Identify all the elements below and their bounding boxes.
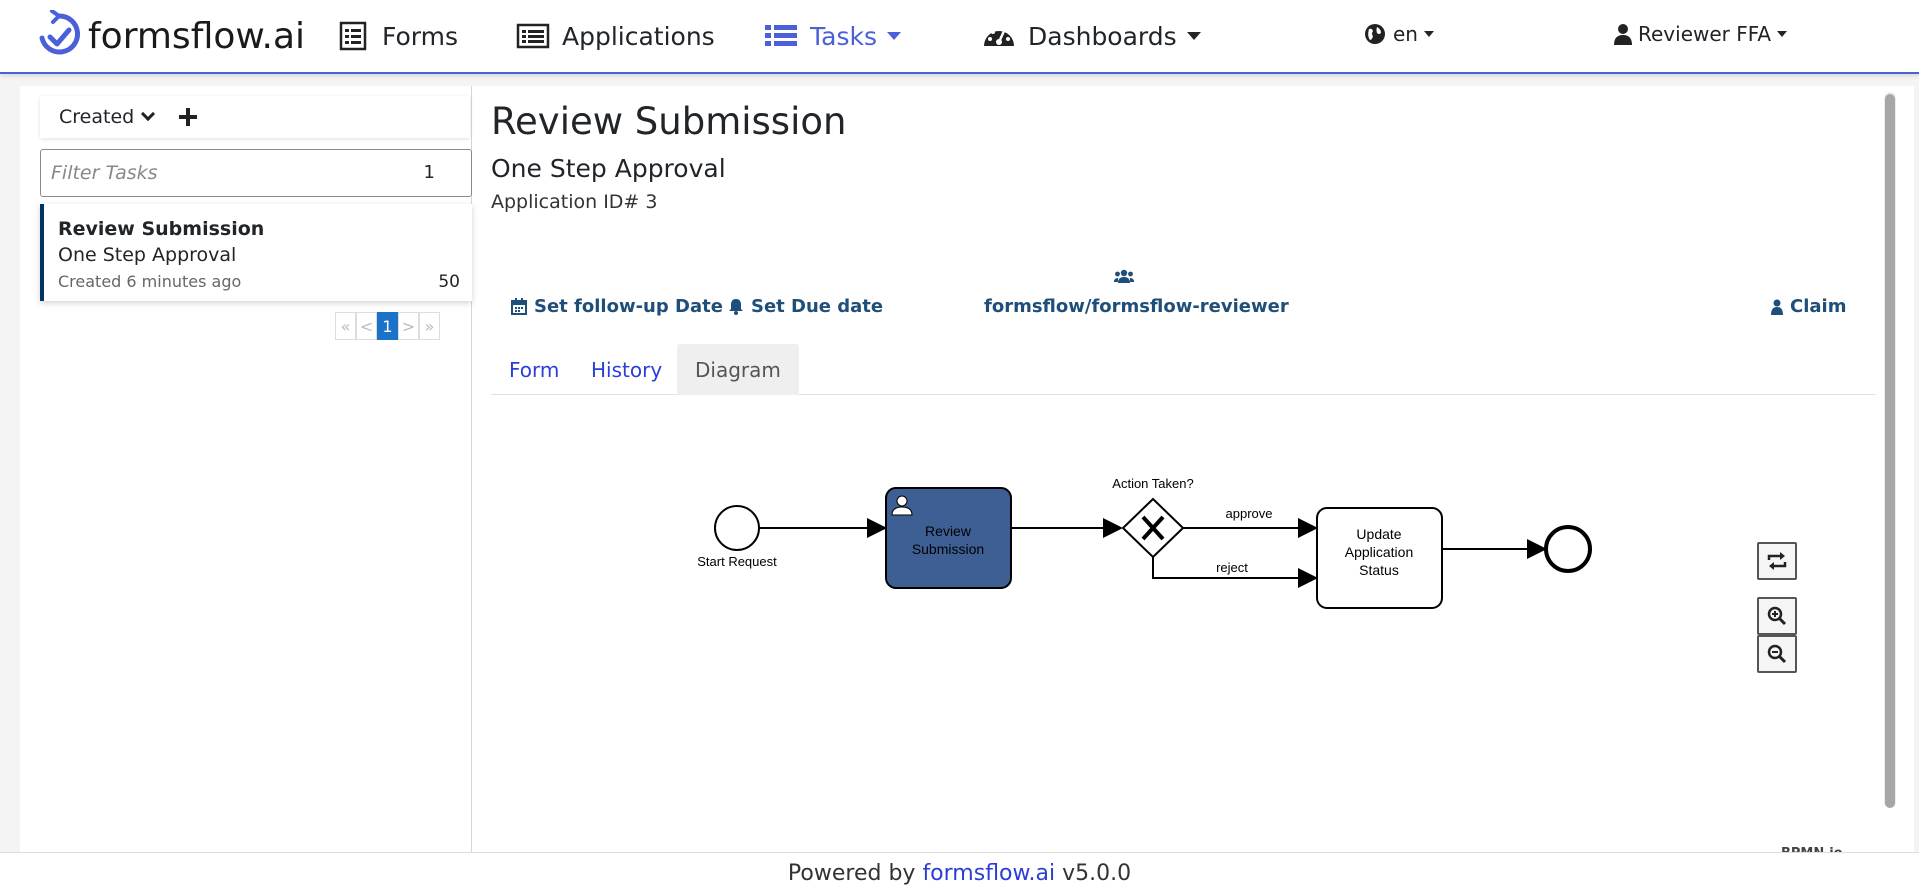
service-task-label-line2: Application	[1345, 544, 1414, 560]
tab-form[interactable]: Form	[509, 357, 560, 382]
pagination-first[interactable]: «	[335, 312, 356, 340]
dashboard-gauge-icon	[982, 21, 1016, 51]
start-event[interactable]	[714, 505, 760, 551]
nav-applications[interactable]: Applications	[516, 16, 715, 56]
reset-zoom-button[interactable]	[1757, 542, 1797, 580]
user-task-label-line1: Review	[925, 523, 972, 539]
footer-version: v5.0.0	[1062, 861, 1132, 886]
user-task-review-submission[interactable]	[885, 487, 1012, 589]
user-menu[interactable]: Reviewer FFA	[1614, 22, 1788, 46]
zoom-out-button[interactable]	[1757, 635, 1797, 673]
set-due-date-button[interactable]: Set Due date	[728, 296, 883, 317]
add-sort-button[interactable]	[179, 103, 198, 131]
chevron-down-icon	[1186, 32, 1201, 40]
language-selector[interactable]: en	[1364, 22, 1434, 46]
language-label: en	[1393, 22, 1418, 46]
sort-dropdown[interactable]: Created	[59, 106, 156, 128]
task-sort-bar: Created	[40, 96, 470, 138]
nav-dashboards-label: Dashboards	[1028, 21, 1177, 51]
set-followup-date-button[interactable]: Set follow-up Date	[511, 296, 723, 317]
set-due-date-label: Set Due date	[751, 296, 884, 317]
pagination: « < 1 > »	[335, 312, 440, 340]
calendar-icon	[511, 298, 527, 315]
footer-link[interactable]: formsflow.ai	[922, 861, 1056, 886]
tasks-list-icon	[764, 21, 798, 51]
task-subtitle: One Step Approval	[491, 154, 726, 183]
end-event[interactable]	[1544, 525, 1592, 573]
start-event-label: Start Request	[697, 554, 777, 569]
task-item-subtitle: One Step Approval	[58, 244, 237, 266]
task-title: Review Submission	[491, 100, 847, 143]
content-scrollbar[interactable]	[1884, 92, 1896, 808]
nav-applications-label: Applications	[562, 21, 715, 51]
chevron-down-icon	[1777, 31, 1788, 37]
main-panel: Created 1 Review Submission One Step App…	[20, 86, 1914, 861]
pagination-last[interactable]: »	[419, 312, 440, 340]
user-group-icon	[1114, 269, 1134, 289]
nav-dashboards[interactable]: Dashboards	[982, 16, 1201, 56]
sequence-flow-reject	[1152, 557, 1318, 588]
chevron-down-icon	[141, 106, 156, 122]
claim-label: Claim	[1790, 296, 1847, 317]
footer-prefix: Powered by	[787, 861, 916, 886]
task-tabs: Form History Diagram	[491, 344, 1876, 395]
user-task-icon	[891, 495, 913, 516]
nav-forms-label: Forms	[382, 21, 459, 51]
flow-approve-label: approve	[1226, 506, 1273, 521]
task-item-created: Created 6 minutes ago	[58, 272, 242, 291]
candidate-group-link[interactable]: formsflow/formsflow-reviewer	[984, 296, 1289, 317]
footer: Powered by formsflow.ai v5.0.0	[0, 852, 1919, 889]
zoom-out-icon	[1767, 644, 1787, 664]
claim-button[interactable]: Claim	[1771, 296, 1846, 317]
scrollbar-thumb[interactable]	[1885, 94, 1895, 808]
user-task-label-line2: Submission	[912, 541, 984, 557]
filter-tasks-box: 1	[40, 149, 472, 197]
pagination-page-1[interactable]: 1	[377, 312, 398, 340]
application-id: Application ID# 3	[491, 191, 658, 213]
set-followup-date-label: Set follow-up Date	[534, 296, 723, 317]
task-list-item[interactable]: Review Submission One Step Approval Crea…	[40, 204, 472, 301]
user-icon	[1614, 24, 1632, 45]
filter-count: 1	[423, 162, 435, 183]
zoom-in-icon	[1767, 606, 1787, 626]
applications-icon	[516, 21, 550, 51]
bpmn-canvas[interactable]: Start Request Review Submission Action T…	[491, 406, 1876, 852]
form-list-icon	[336, 21, 370, 51]
formsflow-logo-icon	[39, 10, 80, 55]
tab-diagram[interactable]: Diagram	[677, 344, 799, 395]
plus-icon	[179, 108, 198, 126]
service-task-label-line3: Status	[1359, 562, 1399, 578]
task-item-title: Review Submission	[58, 218, 265, 240]
brand-logo[interactable]: formsflow.ai	[36, 10, 305, 62]
nav-tasks[interactable]: Tasks	[764, 16, 901, 56]
pagination-prev[interactable]: <	[356, 312, 377, 340]
user-icon	[1771, 299, 1783, 315]
gateway-label: Action Taken?	[1112, 476, 1193, 491]
service-task-label-line1: Update	[1356, 526, 1401, 542]
chevron-down-icon	[886, 32, 901, 40]
top-navbar: formsflow.ai Forms Applications Tasks Da…	[0, 0, 1919, 74]
sort-label: Created	[59, 106, 135, 128]
nav-forms[interactable]: Forms	[336, 16, 458, 56]
user-name: Reviewer FFA	[1638, 22, 1772, 46]
globe-icon	[1365, 24, 1385, 44]
service-task-update-status[interactable]	[1316, 507, 1443, 609]
bpmn-diagram: Start Request Review Submission Action T…	[491, 406, 1876, 861]
nav-tasks-label: Tasks	[810, 21, 877, 51]
task-item-priority: 50	[438, 272, 460, 292]
task-detail: Review Submission One Step Approval Appl…	[491, 86, 1881, 861]
task-list-sidebar: Created 1 Review Submission One Step App…	[20, 86, 472, 852]
chevron-down-icon	[1423, 31, 1434, 37]
brand-name: formsflow.ai	[88, 15, 306, 57]
zoom-in-button[interactable]	[1757, 597, 1797, 635]
bell-icon	[728, 298, 744, 315]
gateway-x-icon	[1141, 515, 1165, 541]
refresh-icon	[1767, 552, 1787, 570]
tab-history[interactable]: History	[591, 357, 663, 382]
candidate-group-label: formsflow/formsflow-reviewer	[984, 296, 1289, 317]
filter-tasks-input[interactable]	[51, 160, 391, 186]
flow-reject-label: reject	[1216, 560, 1248, 575]
pagination-next[interactable]: >	[398, 312, 419, 340]
